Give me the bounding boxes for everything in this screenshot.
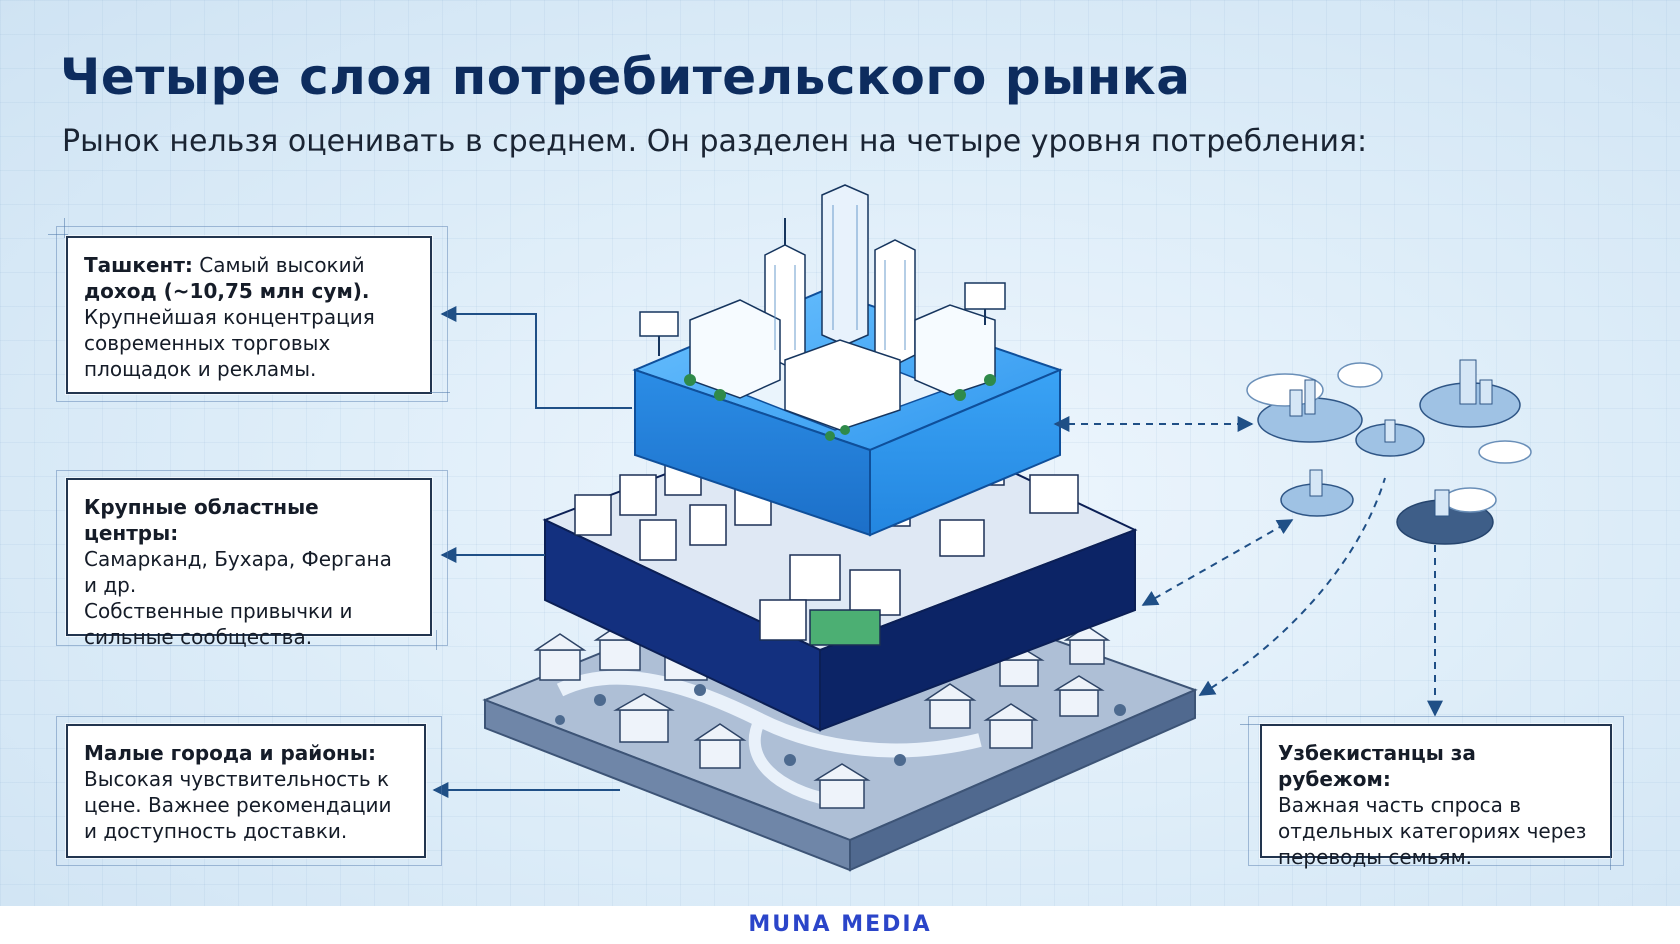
diaspora-clouds — [1246, 359, 1532, 545]
frame-tick — [1610, 850, 1611, 870]
card-regional: Крупные областные центры: Самарканд, Бух… — [66, 478, 432, 649]
page-subtitle: Рынок нельзя оценивать в среднем. Он раз… — [62, 124, 1368, 159]
card-tashkent: Ташкент: Самый высокий доход (~10,75 млн… — [66, 236, 432, 394]
card-abroad-line: Важная часть спроса в — [1278, 793, 1521, 817]
page-title: Четыре слоя потребительского рынка — [60, 48, 1191, 106]
card-regional-line: Собственные привычки и — [84, 599, 353, 623]
card-small-line: и доступность доставки. — [84, 819, 348, 843]
card-regional-heading: Крупные областные центры: — [84, 495, 319, 545]
card-small-heading: Малые города и районы: — [84, 741, 376, 765]
frame-tick — [48, 234, 68, 235]
card-regional-line: и др. — [84, 573, 137, 597]
card-frame-abroad — [1248, 716, 1624, 866]
card-frame-tashkent — [56, 226, 448, 402]
card-tashkent-line: Крупнейшая концентрация — [84, 305, 375, 329]
card-tashkent-heading: Ташкент: — [84, 253, 193, 277]
card-tashkent-lead: Самый высокий — [192, 253, 365, 277]
card-abroad-heading: Узбекистанцы за рубежом: — [1278, 741, 1476, 791]
card-regional-line: Самарканд, Бухара, Фергана — [84, 547, 392, 571]
card-small-towns: Малые города и районы: Высокая чувствите… — [66, 724, 426, 858]
card-frame-regional — [56, 470, 448, 646]
diaspora-connectors — [1053, 416, 1443, 717]
pyramid-illustration — [432, 184, 1532, 872]
card-regional-line: сильные сообщества. — [84, 625, 313, 649]
card-tashkent-income: доход (~10,75 млн сум). — [84, 279, 370, 303]
card-abroad: Узбекистанцы за рубежом: Важная часть сп… — [1260, 724, 1612, 869]
frame-tick — [430, 392, 450, 393]
card-tashkent-line: современных торговых — [84, 331, 331, 355]
frame-tick — [1240, 724, 1260, 725]
card-connectors — [432, 306, 632, 798]
layer-tashkent — [632, 184, 1063, 537]
card-small-line: цене. Важнее рекомендации — [84, 793, 392, 817]
card-small-line: Высокая чувствительность к — [84, 767, 390, 791]
card-abroad-line: отдельных категориях через — [1278, 819, 1587, 843]
card-frame-small — [56, 716, 442, 866]
infographic-canvas: Четыре слоя потребительского рынка Рынок… — [0, 0, 1680, 906]
card-abroad-line: переводы семьям. — [1278, 845, 1473, 869]
brand-logo: MUNA MEDIA — [748, 912, 932, 937]
card-tashkent-line: площадок и рекламы. — [84, 357, 317, 381]
frame-tick — [436, 630, 437, 650]
frame-tick — [64, 218, 65, 238]
